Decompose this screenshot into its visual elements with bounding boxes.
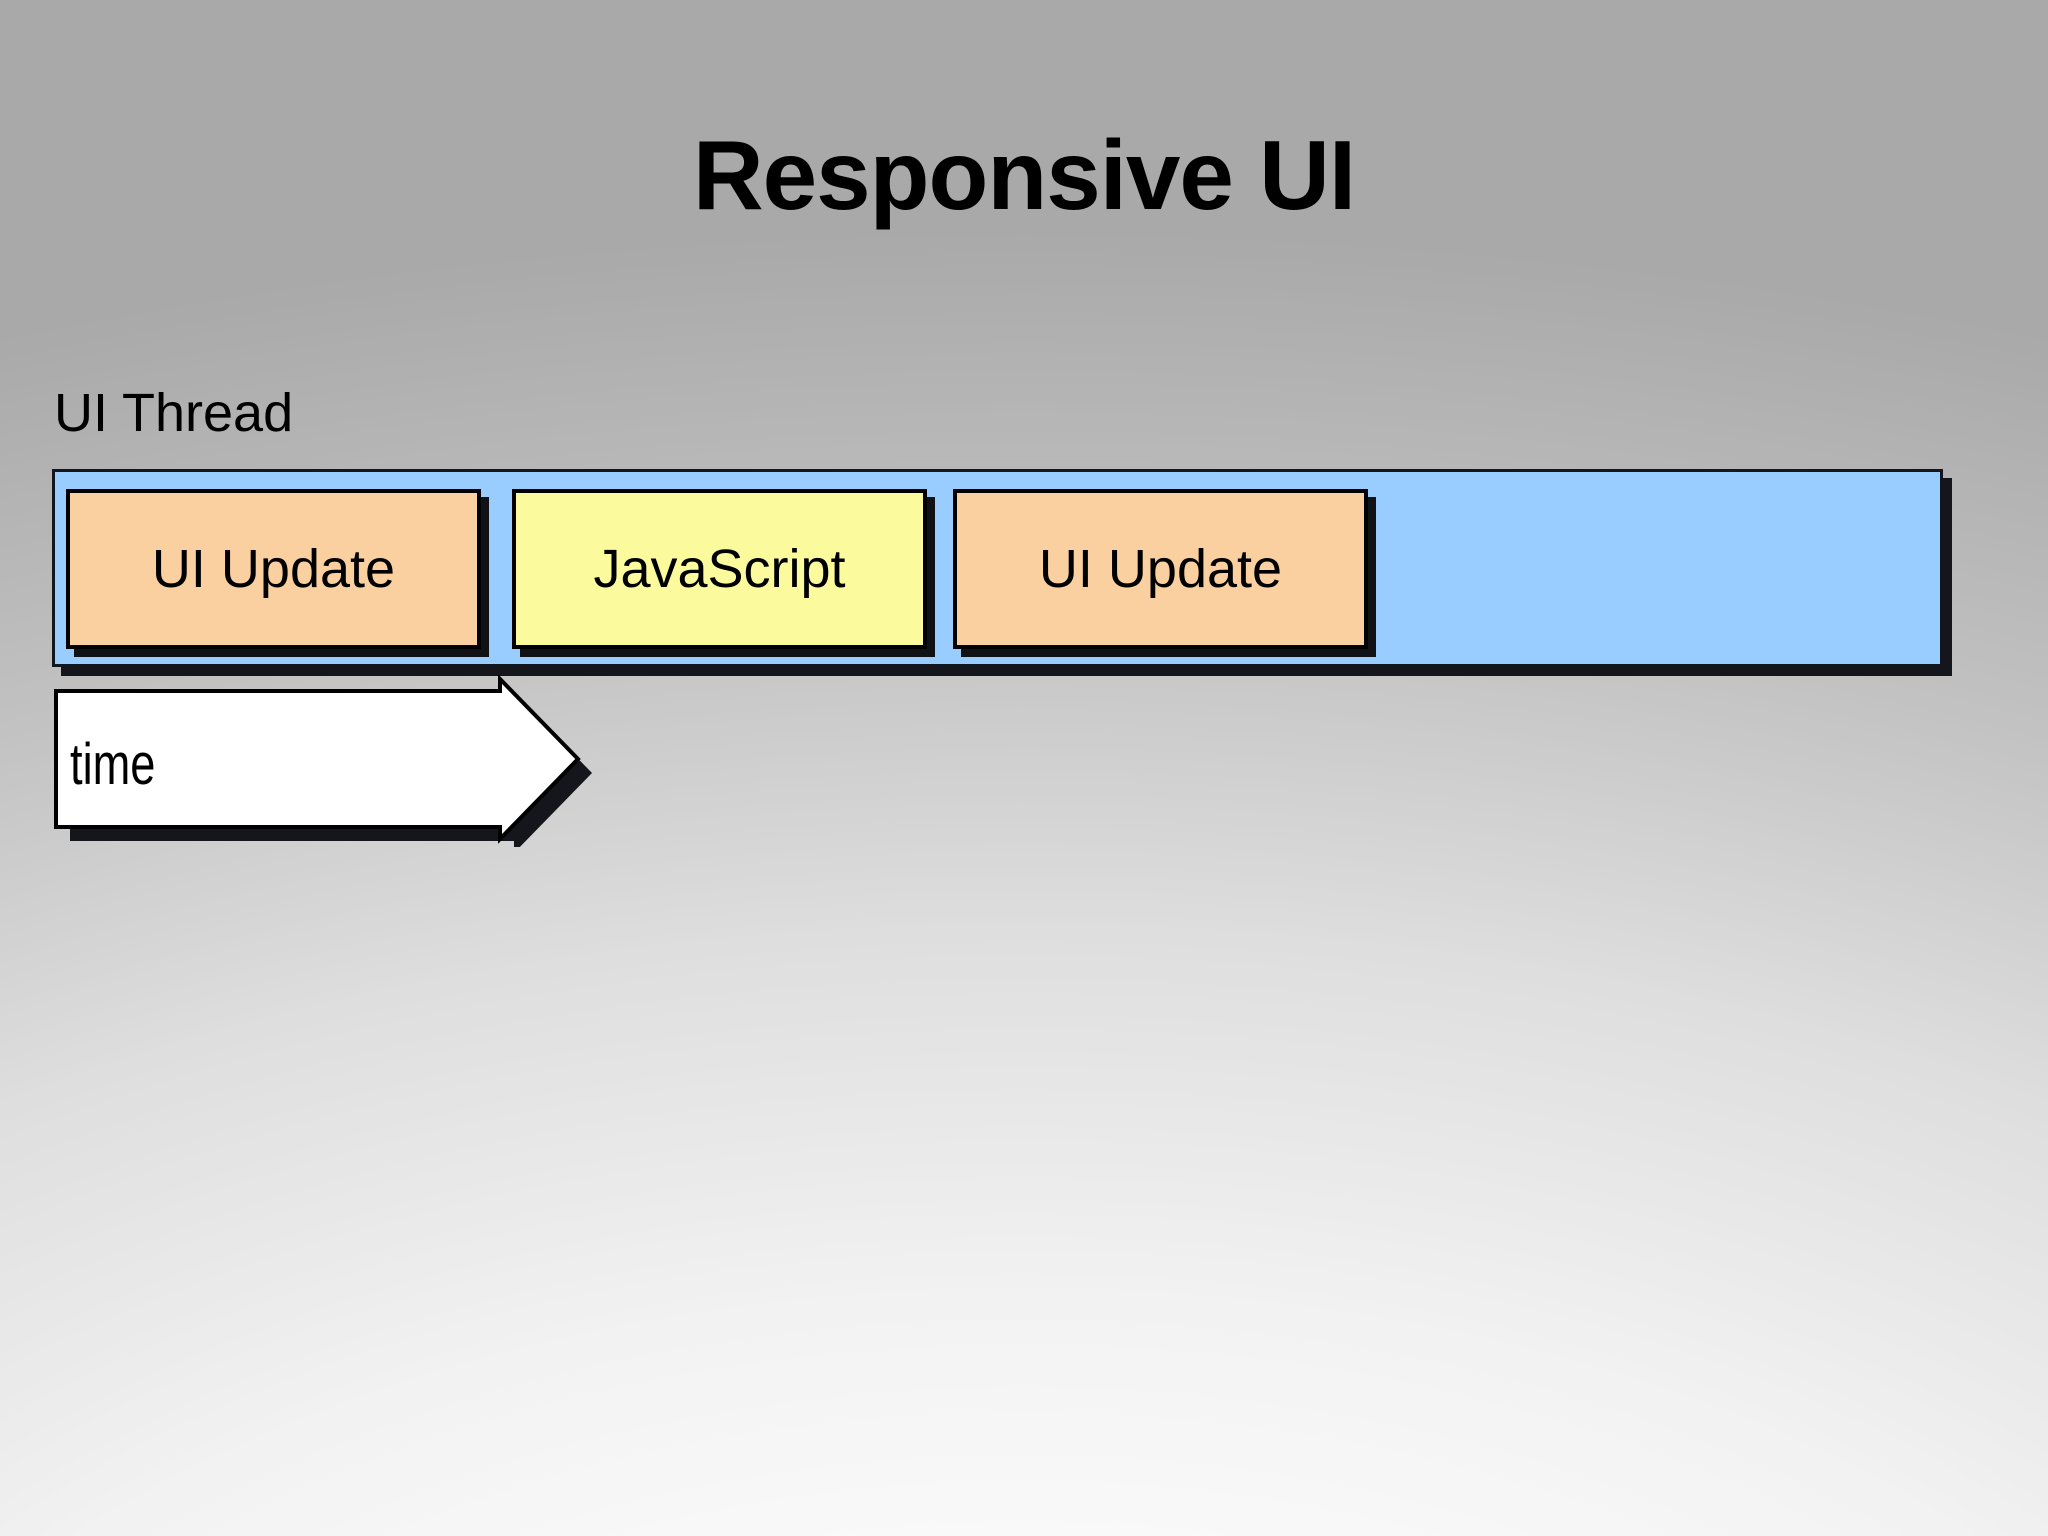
timeline-block-label: JavaScript (593, 539, 846, 599)
ui-thread-label: UI Thread (54, 383, 294, 443)
timeline-block-label: UI Update (1038, 539, 1283, 599)
ui-thread-timeline-track: UI Update JavaScript UI Update (52, 469, 1943, 667)
timeline-block-ui-update-2: UI Update (953, 489, 1368, 649)
time-axis-label: time (70, 732, 156, 797)
page-title: Responsive UI (692, 120, 1356, 230)
timeline-block-javascript: JavaScript (512, 489, 927, 649)
time-axis-arrow: time (48, 675, 738, 847)
time-arrow-shape (54, 675, 581, 844)
timeline-block-ui-update-1: UI Update (66, 489, 481, 649)
timeline-block-label: UI Update (151, 539, 396, 599)
